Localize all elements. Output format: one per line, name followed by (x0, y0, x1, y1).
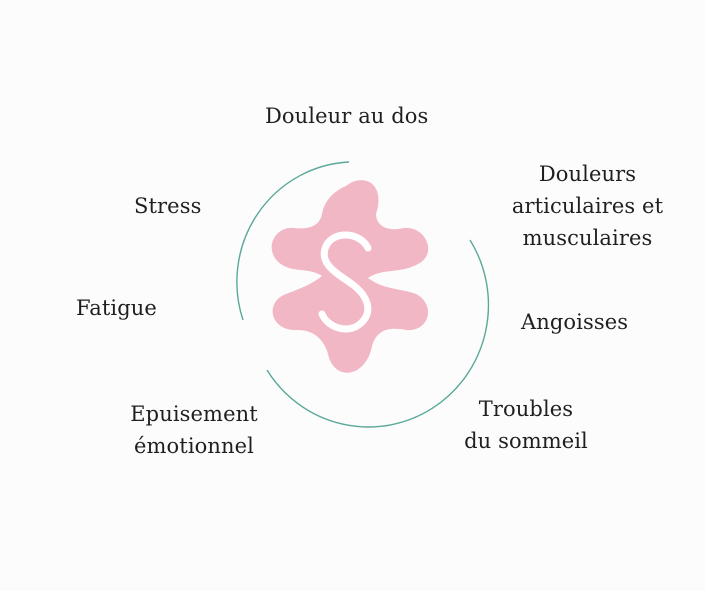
ring-arc-left (236, 161, 350, 321)
label-text: Angoisses (521, 310, 629, 334)
s-logo-icon (271, 180, 429, 373)
label-text: émotionnel (134, 434, 254, 458)
label-text: Douleur au dos (265, 104, 429, 128)
label-text: Douleurs (538, 162, 637, 186)
label-stress: Stress (134, 190, 201, 222)
label-douleurs-articulaires: Douleurs articulaires et musculaires (495, 158, 680, 254)
label-text: du sommeil (464, 429, 588, 453)
label-text: Troubles (478, 397, 574, 421)
label-douleur-au-dos: Douleur au dos (265, 100, 428, 132)
logo-blob (271, 180, 429, 373)
label-text: Fatigue (76, 296, 157, 320)
label-fatigue: Fatigue (76, 292, 157, 324)
label-epuisement-emotionnel: Epuisement émotionnel (124, 398, 264, 462)
label-text: musculaires (522, 226, 653, 250)
label-troubles-du-sommeil: Troubles du sommeil (459, 393, 593, 457)
label-angoisses: Angoisses (521, 306, 628, 338)
ring-arc-right (266, 239, 490, 428)
label-text: Epuisement (130, 402, 258, 426)
logo-letter-s (318, 231, 372, 333)
label-text: Stress (134, 194, 202, 218)
label-text: articulaires et (511, 194, 664, 218)
